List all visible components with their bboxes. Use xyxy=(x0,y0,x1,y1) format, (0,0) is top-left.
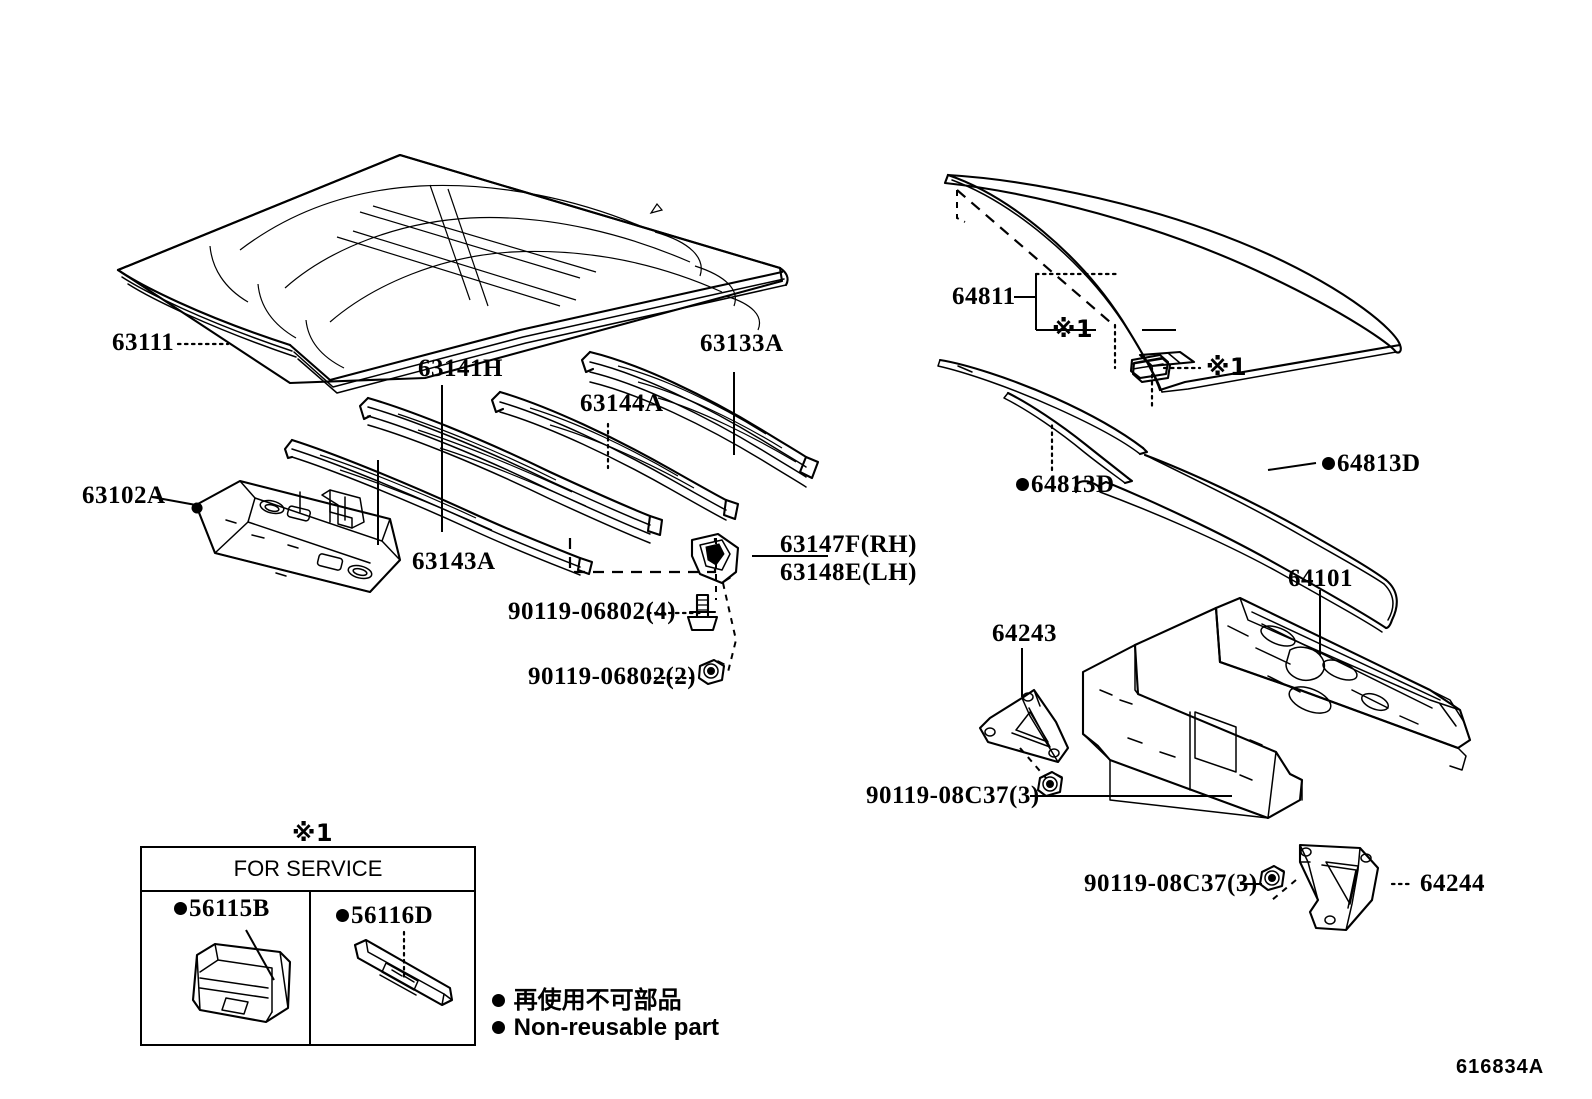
label-roof-reinforce-h: 63141H xyxy=(418,355,503,382)
back-window-glass-art xyxy=(943,173,1402,410)
glass-molding-art xyxy=(937,358,1398,633)
label-brace-left: 64243 xyxy=(992,620,1057,647)
brace-right-art xyxy=(1258,843,1380,932)
service-part-56115B-art xyxy=(191,942,292,1024)
mark-service-box: ※1 xyxy=(292,819,334,847)
for-service-title: FOR SERVICE xyxy=(233,856,383,881)
package-tray-panel-art xyxy=(1081,596,1472,820)
nut-2-art xyxy=(697,658,726,686)
label-roof-panel: 63111 xyxy=(112,329,175,356)
legend-japanese: 再使用不可部品 xyxy=(492,980,682,1015)
non-reusable-dot-icon xyxy=(492,1021,505,1034)
label-service-part-56115B-text: 56115B xyxy=(189,895,270,922)
service-part-56116D-art xyxy=(353,938,454,1007)
non-reusable-dot-icon xyxy=(1322,457,1335,470)
label-bolt-4: 90119-06802(4) xyxy=(508,598,677,625)
label-bolt-2: 90119-06802(2) xyxy=(528,663,697,690)
leader-lines xyxy=(151,272,1414,981)
label-glass-molding-left-text: 64813D xyxy=(1031,471,1115,498)
label-brace-right: 64244 xyxy=(1420,870,1485,897)
for-service-box: FOR SERVICE xyxy=(140,846,476,1046)
label-package-tray-panel: 64101 xyxy=(1288,565,1353,592)
label-back-window-glass: 64811 xyxy=(952,283,1016,310)
service-box-divider-h xyxy=(142,890,474,892)
label-bolt-3-right: 90119-08C37(3) xyxy=(1084,870,1258,897)
diagram-corner-code: 616834A xyxy=(1456,1056,1545,1078)
label-service-part-56116D-text: 56116D xyxy=(351,902,434,929)
label-bolt-3-left: 90119-08C37(3) xyxy=(866,782,1040,809)
service-box-divider-v xyxy=(309,890,311,1044)
label-glass-molding-right: 64813D xyxy=(1322,450,1421,478)
label-roof-rear-reinforce: 63133A xyxy=(700,330,784,357)
roof-panel-art xyxy=(116,153,789,394)
legend-english: Non-reusable part xyxy=(492,1014,719,1042)
brace-left-art xyxy=(978,688,1070,798)
non-reusable-dot-icon xyxy=(174,902,187,915)
roof-header-panel-art xyxy=(191,479,402,594)
label-bracket-lh: 63148E(LH) xyxy=(780,559,917,586)
label-glass-molding-right-text: 64813D xyxy=(1337,450,1421,477)
label-roof-reinforce-a: 63143A xyxy=(412,548,496,575)
label-roof-header-panel: 63102A xyxy=(82,482,166,509)
non-reusable-dot-icon xyxy=(336,909,349,922)
legend-japanese-text: 再使用不可部品 xyxy=(513,986,682,1014)
label-roof-bow-a: 63144A xyxy=(580,390,664,417)
non-reusable-dot-icon xyxy=(492,994,505,1007)
legend-english-text: Non-reusable part xyxy=(513,1014,720,1041)
bolt-3-left-art xyxy=(1036,770,1064,798)
mark-glass-clip-lower: ※1 xyxy=(1206,353,1248,381)
non-reusable-dot-icon xyxy=(1016,478,1029,491)
bracket-and-bolts-art xyxy=(568,532,740,686)
label-service-part-56115B: 56115B xyxy=(174,895,270,923)
label-bracket-rh: 63147F(RH) xyxy=(780,531,917,558)
mark-glass-clip-upper: ※1 xyxy=(1052,315,1094,343)
label-glass-molding-left: 64813D xyxy=(1016,471,1115,499)
bolt-4-art xyxy=(686,593,719,632)
bolt-3-right-art xyxy=(1258,864,1286,892)
roof-reinforcements-art xyxy=(283,350,820,576)
label-service-part-56116D: 56116D xyxy=(336,902,433,930)
